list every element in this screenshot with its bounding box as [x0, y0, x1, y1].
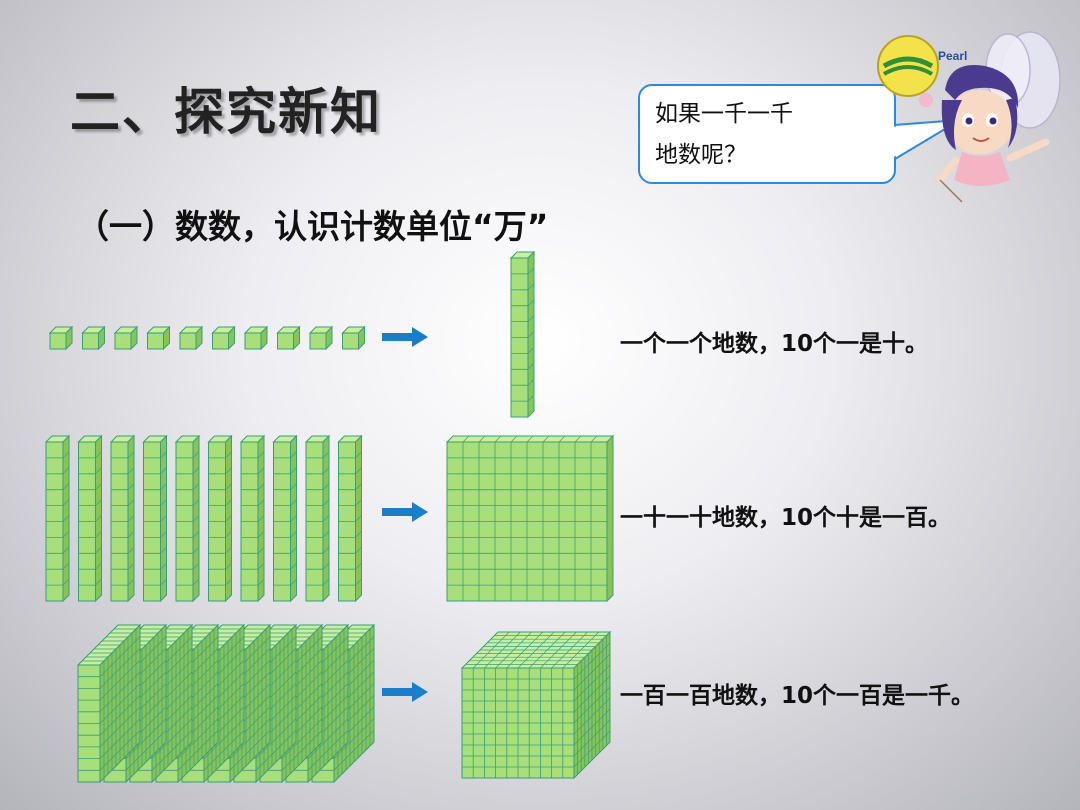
- right-arrow-icon: [382, 682, 428, 702]
- speech-bubble: [638, 84, 896, 184]
- bubble-line-2: 地数呢？: [655, 142, 747, 168]
- row-text-hundreds: 一百一百地数，10个一百是一千。: [620, 683, 975, 709]
- right-arrow-icon: [382, 327, 428, 347]
- row-text-ones: 一个一个地数，10个一是十。: [620, 331, 929, 357]
- speech-bubble-text: 如果一千一千 地数呢？: [655, 94, 865, 176]
- fairy-girl-illustration: Pearl: [877, 31, 1061, 203]
- right-arrow-icon: [382, 502, 428, 522]
- page-title: 二、探究新知: [70, 83, 382, 141]
- svg-text:Pearl: Pearl: [938, 49, 967, 63]
- bubble-line-1: 如果一千一千: [655, 101, 793, 127]
- row-text-tens: 一十一十地数，10个十是一百。: [620, 505, 952, 531]
- section-subtitle: （一）数数，认识计数单位“万”: [76, 207, 549, 246]
